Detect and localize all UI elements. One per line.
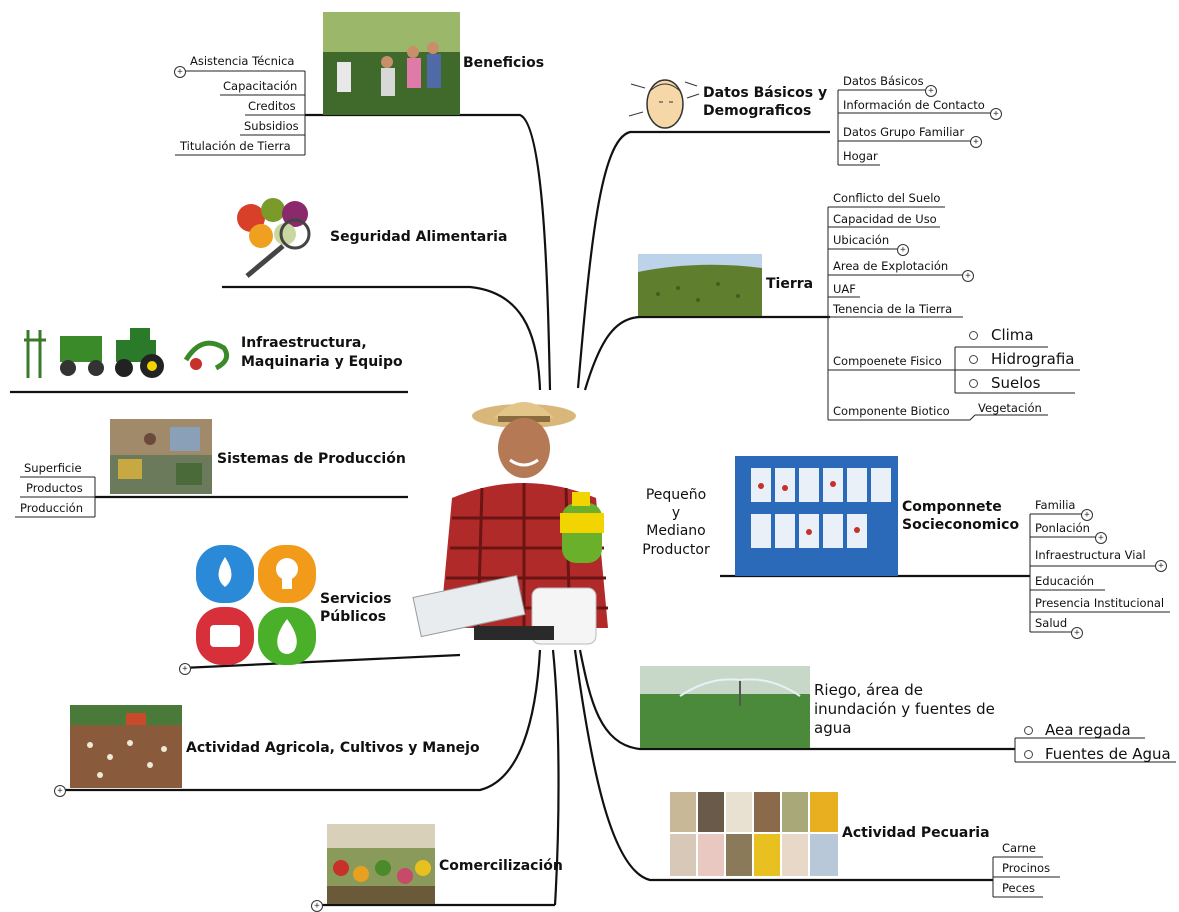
beneficios-item-2: Capacitación <box>223 79 298 93</box>
pecuaria-image <box>670 792 838 876</box>
tierra-image <box>638 254 762 316</box>
datos-title-1: Datos Básicos y <box>703 85 828 101</box>
tierra-item-8: Componente Biotico <box>833 404 950 418</box>
socio-item-1: Familia <box>1035 498 1076 512</box>
beneficios-item-3: Creditos <box>248 99 296 113</box>
infra-title-1: Infraestructura, <box>241 335 367 351</box>
tierra-item-6: Tenencia de la Tierra <box>833 302 953 316</box>
riego-title-3: agua <box>814 719 852 737</box>
socio-item-2: Ponlación <box>1035 521 1090 535</box>
expand-icon[interactable]: + <box>925 85 937 97</box>
expand-icon[interactable]: + <box>990 108 1002 120</box>
tierra-item-3: Ubicación <box>833 233 890 247</box>
expand-icon[interactable]: + <box>1081 509 1093 521</box>
riego-item-2: Fuentes de Agua <box>1045 745 1171 763</box>
tierra-title: Tierra <box>766 276 814 292</box>
biotico-item: Vegetación <box>978 401 1042 415</box>
sistemas-item-1: Superficie <box>24 461 82 475</box>
pecuaria-item-2: Procinos <box>1002 861 1051 875</box>
pecuaria-item-3: Peces <box>1002 881 1035 895</box>
servicios-title-1: Servicios <box>320 591 392 607</box>
bullet-icon <box>1024 750 1033 759</box>
expand-icon[interactable]: + <box>962 270 974 282</box>
expand-icon[interactable]: + <box>1095 532 1107 544</box>
fisico-item-2: Hidrografia <box>991 350 1075 368</box>
tierra-item-7: Compoenete Fisico <box>833 354 942 368</box>
tierra-item-4: Area de Explotación <box>833 259 949 273</box>
farmer-illustration <box>412 402 608 645</box>
socio-item-3: Infraestructura Vial <box>1035 548 1146 562</box>
machinery-image <box>20 320 238 382</box>
bullet-icon <box>969 379 978 388</box>
beneficios-image <box>323 12 460 115</box>
expand-icon[interactable]: + <box>311 900 323 912</box>
agricola-image <box>70 705 182 788</box>
agricola-title: Actividad Agricola, Cultivos y Manejo <box>186 740 480 756</box>
beneficios-item-5: Titulación de Tierra <box>180 139 291 153</box>
socio-image <box>735 456 898 576</box>
expand-icon[interactable]: + <box>897 244 909 256</box>
datos-item-1: Datos Básicos <box>843 74 924 88</box>
socio-item-4: Educación <box>1035 574 1095 588</box>
center-label-line-2: y <box>671 505 681 522</box>
fisico-item-3: Suelos <box>991 374 1041 392</box>
servicios-title-2: Públicos <box>320 609 387 625</box>
tierra-item-5: UAF <box>833 282 856 296</box>
center-label: Pequeño y Mediano Productor <box>636 486 716 559</box>
riego-image <box>640 666 810 748</box>
expand-icon[interactable]: + <box>54 785 66 797</box>
comercial-title: Comercilización <box>439 858 563 874</box>
socio-title-2: Socieconomico <box>902 517 1020 533</box>
sistemas-item-2: Productos <box>26 481 83 495</box>
vegetables-image <box>225 190 327 282</box>
bullet-icon <box>1024 726 1033 735</box>
datos-title-2: Demograficos <box>703 103 812 119</box>
seguridad-title: Seguridad Alimentaria <box>330 229 508 245</box>
sistemas-image <box>110 419 212 494</box>
beneficios-item-1: Asistencia Técnica <box>190 54 295 68</box>
socio-item-5: Presencia Institucional <box>1035 596 1165 610</box>
sistemas-title: Sistemas de Producción <box>217 451 406 467</box>
tierra-item-1: Conflicto del Suelo <box>833 191 941 205</box>
fisico-item-1: Clima <box>991 326 1034 344</box>
pecuaria-title: Actividad Pecuaria <box>842 825 990 841</box>
expand-icon[interactable]: + <box>174 66 186 78</box>
center-label-line-1: Pequeño <box>645 487 707 503</box>
pecuaria-item-1: Carne <box>1002 841 1036 855</box>
riego-title-1: Riego, área de <box>814 681 924 699</box>
beneficios-item-4: Subsidios <box>244 119 299 133</box>
services-icons <box>194 543 318 669</box>
socio-title-1: Componnete <box>902 499 1002 515</box>
infra-title-2: Maquinaria y Equipo <box>241 354 403 370</box>
riego-title-2: inundación y fuentes de <box>814 700 995 718</box>
expand-icon[interactable]: + <box>970 136 982 148</box>
datos-item-2: Información de Contacto <box>843 98 985 112</box>
farmer-image <box>412 388 634 648</box>
expand-icon[interactable]: + <box>179 663 191 675</box>
bullet-icon <box>969 355 978 364</box>
head-icon <box>625 72 701 132</box>
tierra-item-2: Capacidad de Uso <box>833 212 937 226</box>
socio-item-6: Salud <box>1035 616 1068 630</box>
riego-item-1: Aea regada <box>1045 721 1131 739</box>
datos-item-3: Datos Grupo Familiar <box>843 125 965 139</box>
expand-icon[interactable]: + <box>1155 560 1167 572</box>
comercial-image <box>327 824 435 904</box>
sistemas-item-3: Producción <box>20 501 83 515</box>
bullet-icon <box>969 331 978 340</box>
beneficios-title: Beneficios <box>463 55 545 71</box>
center-label-line-3: Mediano <box>646 523 706 540</box>
center-label-line-4: Productor <box>642 541 710 558</box>
expand-icon[interactable]: + <box>1071 627 1083 639</box>
datos-item-4: Hogar <box>843 149 878 163</box>
